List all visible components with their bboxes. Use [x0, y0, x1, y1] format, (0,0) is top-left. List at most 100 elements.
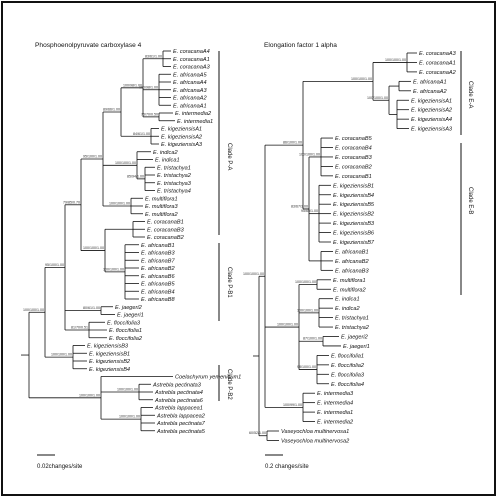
right-tree-tip-label: E. floccifolia4 [331, 382, 364, 388]
left-tree-support-value: 95/100/1.00 [45, 263, 64, 267]
right-tree-support-value: 100/99/1.00 [283, 403, 302, 407]
left-tree-support-value: 95/100/1.00 [83, 155, 102, 159]
left-tree-tip-label: E. multiflora1 [145, 196, 178, 202]
clade-label-p-b1: Clade P-B1 [226, 267, 232, 298]
left-tree-support-value: 79/85/0.70 [63, 200, 80, 204]
left-tree-tip-label: E. africanaB2 [141, 266, 175, 272]
right-tree-tip-label: E. kigeziensisB4 [333, 193, 374, 199]
left-tree-support-value: 100/98/1.00 [139, 85, 158, 89]
right-tree-tip-label: E. intermedia1 [317, 410, 353, 416]
left-tree-support-value: 100/100/1.00 [83, 246, 104, 250]
right-tree-tip-label: E. kigeziensisB7 [333, 240, 375, 246]
left-tree-support-value: 100/100/1.00 [51, 353, 72, 357]
right-tree-tip-label: E. jaegeri1 [343, 344, 370, 350]
left-tree-tip-label: E. kigeziensisB4 [89, 367, 130, 373]
right-tree-tip-label: E. africanaA2 [413, 89, 447, 95]
left-tree-support-value: 100/100/1.00 [23, 308, 44, 312]
left-tree-support-value: 81/70/0.51 [71, 326, 88, 330]
left-tree-support-value: 100/100/1.00 [79, 393, 100, 397]
right-tree-tip-label: E. tristachya2 [335, 325, 370, 331]
left-tree-tip-label: E. jaegeri1 [117, 313, 144, 319]
left-tree-support-value: 100/100/1.00 [119, 415, 140, 419]
clade-label-p-b2: Clade P-B2 [226, 369, 232, 400]
right-tree-tip-label: E. kigeziensisB5 [333, 202, 375, 208]
right-tree-tip-label: E. intermedia3 [317, 391, 354, 397]
left-tree-tip-label: Astrebla lappacea2 [156, 413, 206, 419]
right-tree-tip-label: E. coracanaB1 [335, 174, 372, 180]
left-tree-tip-label: E. africanaB4 [141, 289, 175, 295]
right-tree-tip-label: E. africanaA1 [413, 79, 447, 85]
left-scale-label: 0.02changes/site [37, 464, 83, 470]
left-tree-tip-label: Astrebla pectinata7 [156, 421, 206, 427]
left-tree-tip-label: E. floccifolia2 [109, 336, 143, 342]
clade-label-p-a: Clade P-A [226, 143, 232, 170]
right-tree-tip-label: Vaseyochloa multinervosa2 [281, 438, 350, 444]
right-tree-support-value: 83/67/1.00 [291, 204, 308, 208]
left-tree-tip-label: E. africanaB3 [141, 251, 175, 257]
left-tree-tip-label: E. floccifolia3 [107, 320, 141, 326]
left-tree-tip-label: E. tristachya3 [157, 181, 192, 187]
right-tree-tip-label: E. africanaB1 [335, 249, 369, 255]
left-tree-support-value: 80/61/1.00 [83, 306, 100, 310]
right-tree-tip-label: E. kigeziensisB2 [333, 212, 375, 218]
left-tree-tip-label: E. kigeziensisA3 [161, 142, 203, 148]
right-tree-tip-label: E. floccifolia3 [331, 372, 365, 378]
right-tree-tip-label: E. kigeziensisA3 [411, 127, 453, 133]
left-tree-tip-label: E. coracanaA3 [173, 65, 211, 71]
right-tree-tip-label: E. multiflora2 [333, 287, 367, 293]
left-tree-tip-label: E. coracanaB2 [147, 235, 185, 241]
right-tree-support-value: 100/100/1.00 [277, 323, 298, 327]
right-tree: 100/100/1.0086/100/1.00100/100/1.00100/1… [243, 51, 457, 444]
right-tree-support-value: 60/52/1.00 [249, 431, 266, 435]
right-tree-tip-label: E. kigeziensisB6 [333, 231, 375, 237]
right-tree-tip-label: E. coracanaA1 [419, 60, 456, 66]
right-tree-tip-label: E. kigeziensisB3 [333, 221, 375, 227]
left-tree-tip-label: E. tristachya4 [157, 189, 191, 195]
left-tree-tip-label: E. tristachya2 [157, 173, 192, 179]
left-tree-tip-label: E. coracanaA1 [173, 57, 210, 63]
right-tree-tip-label: E. coracanaB2 [335, 164, 373, 170]
right-tree-support-value: 100/100/1.00 [295, 280, 316, 284]
left-tree-tip-label: E. intermedia1 [177, 119, 213, 125]
left-tree-tip-label: E. africanaA4 [173, 80, 207, 86]
left-tree-tip-label: E. indica2 [153, 150, 178, 156]
left-tree-support-value: 100/100/1.00 [109, 202, 130, 206]
right-tree-tip-label: E. kigeziensisA1 [411, 98, 452, 104]
right-tree-tip-label: E. kigeziensisA2 [411, 108, 453, 114]
left-tree-tip-label: E. multiflora3 [145, 204, 179, 210]
left-tree: 100/100/1.00 95/100/1.00 79/85/0.70 95/100/… [21, 49, 241, 435]
right-tree-support-value: 100/100/1.00 [297, 308, 318, 312]
right-tree-support-value: 98/100/1.00 [297, 365, 316, 369]
left-tree-tip-label: E. africanaB7 [141, 258, 175, 264]
right-tree-tip-label: E. tristachya1 [335, 316, 369, 322]
right-tree-tip-label: E. kigeziensisB1 [333, 183, 374, 189]
left-tree-tip-label: E. africanaB6 [141, 274, 175, 280]
left-tree-tip-label: E. coracanaA4 [173, 49, 210, 55]
left-tree-support-value: 85/94/1.00 [127, 174, 144, 178]
clade-label-e-b: Clade E-B [467, 187, 473, 214]
left-tree-tip-label: Astrebla lappacea1 [154, 406, 203, 412]
left-tree-tip-label: E. indica1 [155, 158, 180, 164]
left-tree-tip-label: Astrebla pectinata3 [152, 382, 202, 388]
right-tree-support-value: 100/100/1.00 [243, 272, 264, 276]
right-tree-tip-label: E. indica2 [335, 306, 360, 312]
left-tree-support-value: 89/66/1.00 [103, 108, 120, 112]
left-tree-support-value: 83/61/1.00 [145, 54, 162, 58]
left-tree-tip-label: E. kigeziensisB1 [89, 351, 130, 357]
left-tree-support-value: 75/70/0.50 [141, 112, 158, 116]
right-tree-title: Elongation factor 1 alpha [264, 42, 337, 49]
left-tree-tip-label: E. kigeziensisB2 [89, 359, 131, 365]
left-tree-tip-label: E. kigeziensisA2 [161, 134, 203, 140]
left-tree-tip-label: E. africanaB1 [141, 243, 175, 249]
right-tree-support-value: 100/100/1.00 [385, 58, 406, 62]
right-tree-tip-label: E. africanaB2 [335, 259, 369, 265]
left-tree-tip-label: E. multiflora2 [145, 212, 179, 218]
clade-label-e-a: Clade E-A [467, 81, 473, 108]
right-scale-label: 0.2 changes/site [265, 464, 309, 470]
right-tree-tip-label: E. coracanaB4 [335, 146, 372, 152]
left-tree-tip-label: E. intermedia2 [175, 111, 212, 117]
left-tree-tip-label: E. africanaA3 [173, 88, 207, 94]
left-tree-support-value: 100/100/1.00 [103, 267, 124, 271]
left-tree-tip-label: Coelachyrum yemenicum1 [175, 375, 241, 381]
left-tree-tip-label: E. coracanaB1 [147, 220, 184, 226]
